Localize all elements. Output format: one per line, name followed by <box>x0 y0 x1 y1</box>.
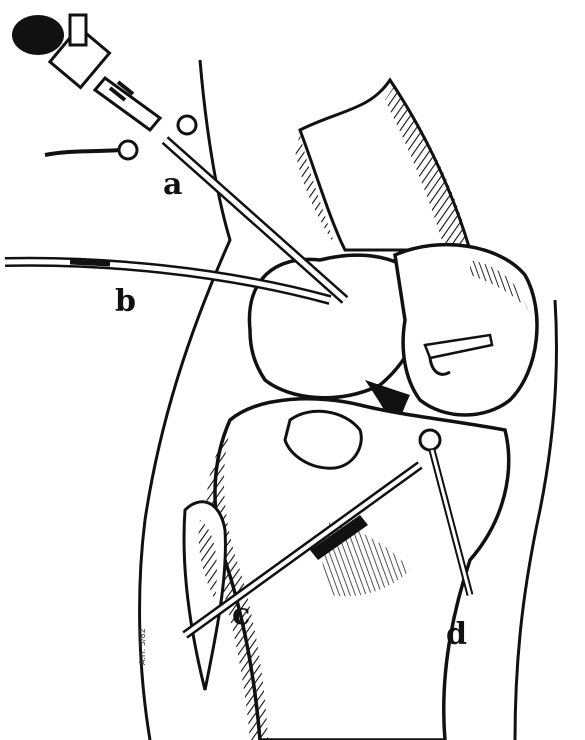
label-b: b <box>115 287 136 317</box>
label-c: c <box>232 600 250 630</box>
label-a: a <box>163 170 182 200</box>
artist-signature: A.H. 3/82 <box>138 628 147 665</box>
lateral-condyle <box>395 245 537 415</box>
label-d: d <box>446 620 467 650</box>
